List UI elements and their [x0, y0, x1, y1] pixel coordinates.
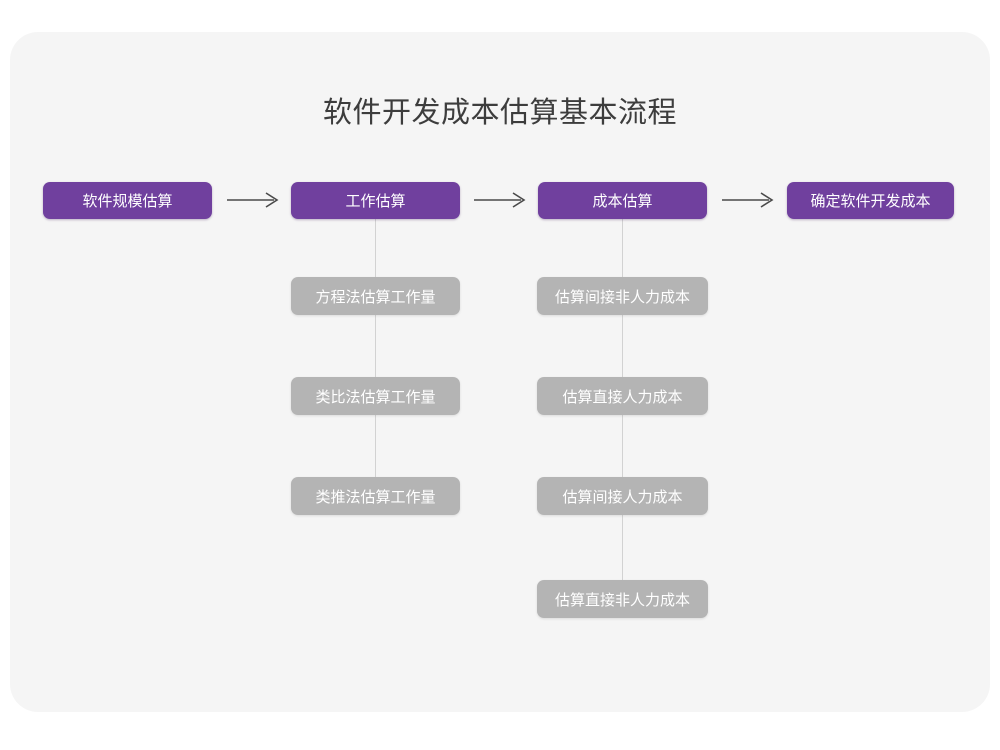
arrow-right-icon-3 — [719, 188, 777, 212]
connector-stage3-sub2 — [622, 314, 623, 398]
diagram-card — [10, 32, 990, 712]
substep-node-inference-method-workload[interactable]: 类推法估算工作量 — [291, 477, 460, 515]
substep-node-label: 估算间接非人力成本 — [554, 288, 690, 306]
substep-node-label: 估算间接人力成本 — [562, 488, 683, 506]
page-title: 软件开发成本估算基本流程 — [322, 97, 677, 129]
substep-node-label: 类比法估算工作量 — [315, 388, 436, 406]
substep-node-direct-nonlabor-cost[interactable]: 估算直接非人力成本 — [537, 580, 708, 618]
connector-stage2-sub2 — [375, 314, 376, 398]
arrow-right-icon-2 — [471, 188, 529, 212]
stage-node-label: 软件规模估算 — [82, 193, 173, 210]
substep-node-equation-method-workload[interactable]: 方程法估算工作量 — [291, 277, 460, 315]
arrow-right-icon-1 — [224, 188, 282, 212]
substep-node-direct-labor-cost[interactable]: 估算直接人力成本 — [537, 377, 708, 415]
stage-node-label: 工作估算 — [345, 193, 406, 210]
substep-node-indirect-labor-cost[interactable]: 估算间接人力成本 — [537, 477, 708, 515]
connector-stage2-sub3 — [375, 414, 376, 498]
substep-node-label: 方程法估算工作量 — [315, 288, 436, 306]
substep-node-analogy-method-workload[interactable]: 类比法估算工作量 — [291, 377, 460, 415]
connector-stage3-sub4 — [622, 514, 623, 598]
substep-node-indirect-nonlabor-cost[interactable]: 估算间接非人力成本 — [537, 277, 708, 315]
connector-stage2-sub1 — [375, 219, 376, 299]
stage-node-software-scale-estimation[interactable]: 软件规模估算 — [43, 182, 212, 219]
connector-stage3-sub1 — [622, 219, 623, 299]
stage-node-determine-development-cost[interactable]: 确定软件开发成本 — [787, 182, 954, 219]
stage-node-work-estimation[interactable]: 工作估算 — [291, 182, 460, 219]
stage-node-cost-estimation[interactable]: 成本估算 — [538, 182, 707, 219]
substep-node-label: 估算直接人力成本 — [562, 388, 683, 406]
substep-node-label: 估算直接非人力成本 — [554, 591, 690, 609]
stage-node-label: 成本估算 — [592, 193, 653, 210]
substep-node-label: 类推法估算工作量 — [315, 488, 436, 506]
connector-stage3-sub3 — [622, 414, 623, 498]
stage-node-label: 确定软件开发成本 — [810, 193, 931, 210]
